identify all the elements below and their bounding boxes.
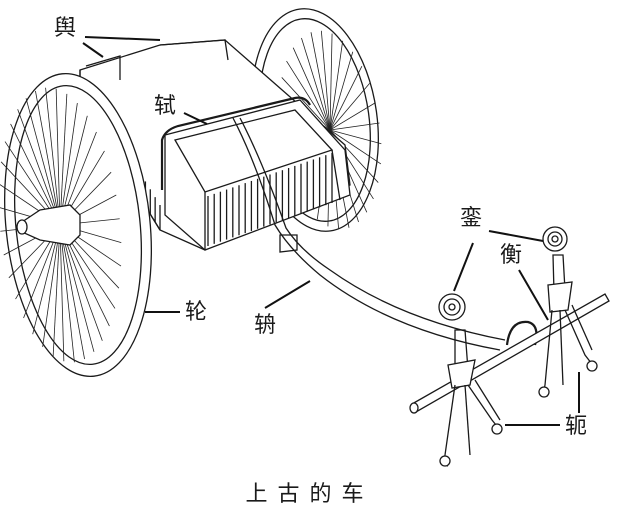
diagram-caption: 上古的车 — [245, 482, 374, 507]
wheel-spoke — [25, 98, 61, 226]
wheel-spoke — [59, 102, 78, 226]
wheel-spoke — [329, 33, 333, 131]
wheel-spoke — [55, 88, 61, 226]
wheel-spoke — [59, 93, 68, 226]
wheel-spoke — [292, 47, 331, 131]
wheel-spoke — [329, 129, 382, 165]
wheel-spoke — [35, 90, 61, 226]
label-e: 轭 — [565, 414, 588, 439]
label-yu: 舆 — [54, 16, 77, 41]
wheel-left — [0, 72, 152, 378]
wheel-spoke — [329, 65, 363, 131]
wheel-spoke — [52, 224, 61, 357]
wheel-spoke — [59, 224, 95, 352]
wheel-spoke — [301, 37, 331, 131]
label-lun: 轮 — [185, 300, 208, 325]
label-zhou: 辀 — [254, 313, 277, 338]
leader-lines — [82, 36, 580, 426]
wheel-spoke — [281, 77, 331, 131]
wheel-spoke — [59, 224, 85, 360]
wheel-spoke — [286, 60, 331, 131]
label-shi: 轼 — [154, 94, 177, 119]
wheel-spoke — [59, 224, 75, 363]
wheel-spoke — [329, 102, 376, 131]
wheel-spoke — [329, 129, 382, 145]
yoke-left — [438, 293, 503, 467]
wheel-spoke — [329, 122, 380, 131]
wheel-spoke — [329, 51, 354, 131]
wheel-spoke — [59, 224, 65, 362]
wheel-spoke — [310, 32, 331, 131]
wheel-spoke — [329, 83, 370, 131]
wheel-spoke — [17, 109, 61, 226]
label-luan: 銮 — [460, 206, 483, 231]
yoke-right — [538, 226, 598, 398]
label-heng: 衡 — [500, 243, 523, 268]
wheel-spoke — [45, 87, 61, 226]
wheel-spoke — [329, 40, 344, 131]
wheel-spoke — [320, 30, 331, 131]
wheel-spoke — [42, 224, 61, 348]
